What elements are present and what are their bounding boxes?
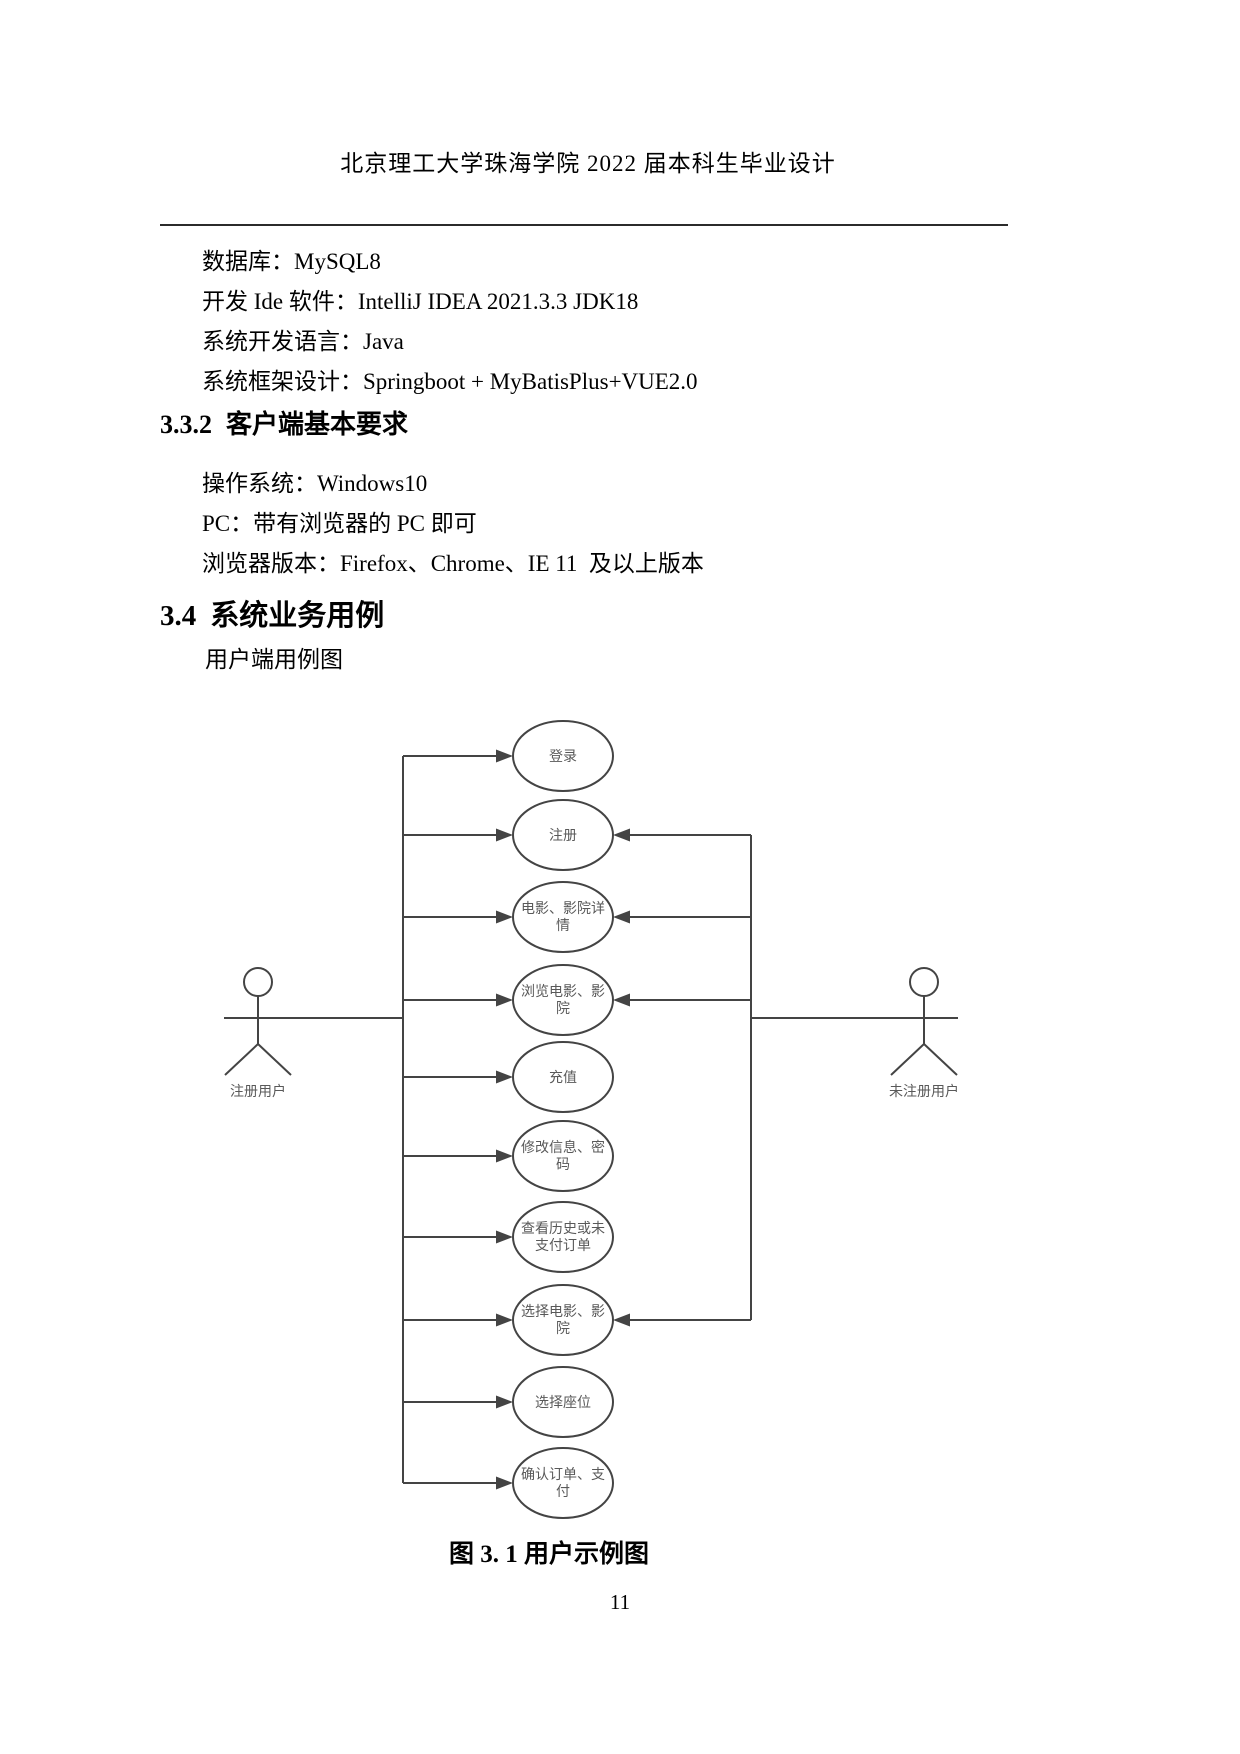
use-case-ellipse (512, 1120, 614, 1192)
spec-line: PC：带有浏览器的 PC 即可 (202, 511, 477, 536)
section-heading-3-3-2: 3.3.2 客户端基本要求 (160, 404, 408, 441)
actor-leg (923, 1043, 958, 1076)
arrowhead (496, 1395, 513, 1409)
spec-line: 系统开发语言：Java (202, 329, 404, 354)
arrowhead (496, 1230, 513, 1244)
arrowhead (496, 1313, 513, 1327)
use-case-label: 查看历史或未 (521, 1220, 605, 1236)
page-header-title: 北京理工大学珠海学院 2022 届本科生毕业设计 (340, 151, 836, 176)
use-case-label: 充值 (549, 1069, 577, 1085)
use-case-ellipse (512, 1284, 614, 1356)
section-title: 客户端基本要求 (226, 410, 409, 439)
use-case-ellipse (512, 1366, 614, 1438)
use-case-label: 支付订单 (535, 1237, 591, 1253)
actor-label: 注册用户 (230, 1083, 286, 1099)
use-case-label: 电影、影院详 (521, 900, 605, 916)
arrowhead (496, 828, 513, 842)
diagram-intro-text: 用户端用例图 (205, 647, 343, 672)
use-case-label: 选择座位 (535, 1394, 591, 1410)
spec-lines-environment: 数据库：MySQL8 开发 Ide 软件：IntelliJ IDEA 2021.3… (202, 242, 698, 402)
use-case-label: 院 (556, 1000, 570, 1016)
spec-line: 浏览器版本：Firefox、Chrome、IE 11 及以上版本 (202, 551, 704, 576)
actor-leg (224, 1043, 259, 1076)
use-case-ellipse (512, 1447, 614, 1519)
actor-head (909, 967, 939, 997)
use-case-label: 情 (556, 917, 570, 933)
arrowhead (496, 1149, 513, 1163)
arrowhead (496, 749, 513, 763)
arrowhead (613, 993, 630, 1007)
use-case-label: 选择电影、影 (521, 1303, 605, 1319)
actor-leg (890, 1043, 925, 1076)
page-number: 11 (609, 1590, 631, 1614)
section-heading-3-4: 3.4 系统业务用例 (160, 592, 384, 634)
use-case-label: 码 (556, 1156, 570, 1172)
use-case-ellipse (512, 1201, 614, 1273)
arrowhead (613, 1313, 630, 1327)
header-rule (160, 224, 1008, 226)
spec-line: 系统框架设计：Springboot + MyBatisPlus+VUE2.0 (202, 369, 698, 394)
use-case-ellipse (512, 720, 614, 792)
arrowhead (496, 910, 513, 924)
arrowhead (496, 1476, 513, 1490)
use-case-ellipse (512, 799, 614, 871)
actor-label: 未注册用户 (889, 1083, 959, 1099)
use-case-ellipse (512, 1041, 614, 1113)
arrowhead (613, 828, 630, 842)
use-case-label: 确认订单、支 (521, 1466, 605, 1482)
use-case-label: 登录 (549, 748, 577, 764)
use-case-ellipse (512, 881, 614, 953)
section-number: 3.3.2 (160, 410, 212, 439)
spec-line: 开发 Ide 软件：IntelliJ IDEA 2021.3.3 JDK18 (202, 289, 639, 314)
arrowhead (613, 910, 630, 924)
spec-line: 操作系统：Windows10 (202, 471, 428, 496)
arrowhead (496, 1070, 513, 1084)
figure-caption: 图 3. 1 用户示例图 (448, 1541, 649, 1568)
use-case-label: 付 (556, 1483, 570, 1499)
actor-head (243, 967, 273, 997)
arrowhead (496, 993, 513, 1007)
use-case-label: 院 (556, 1320, 570, 1336)
actor-leg (257, 1043, 292, 1076)
section-title: 系统业务用例 (210, 600, 385, 632)
use-case-ellipse (512, 964, 614, 1036)
use-case-label: 浏览电影、影 (521, 983, 605, 999)
use-case-label: 修改信息、密 (521, 1139, 605, 1155)
use-case-label: 注册 (549, 827, 577, 843)
spec-line: 数据库：MySQL8 (202, 249, 381, 274)
section-number: 3.4 (160, 600, 197, 632)
